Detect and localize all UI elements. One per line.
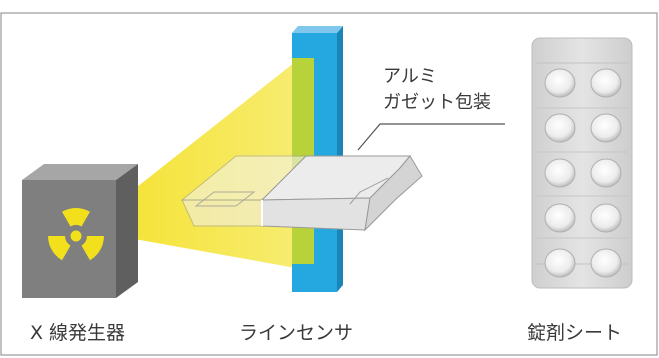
tablet — [544, 68, 576, 98]
xray-generator-label: X 線発生器 — [30, 322, 126, 344]
tablet — [590, 203, 622, 233]
tablet — [544, 158, 576, 188]
tablet — [544, 113, 576, 143]
tablet — [590, 113, 622, 143]
xray-generator-box — [22, 164, 138, 298]
tablet — [590, 158, 622, 188]
callout-package-label: アルミ ガゼット包装 — [383, 64, 491, 116]
callout-leader — [357, 123, 505, 151]
tablet — [590, 248, 622, 278]
callout-line-2: ガゼット包装 — [383, 92, 491, 113]
callout-line-1: アルミ — [383, 66, 437, 87]
tablet-blister-sheet — [531, 37, 633, 289]
line-sensor-label: ラインセンサ — [239, 322, 354, 344]
tablet — [544, 203, 576, 233]
tablet — [590, 68, 622, 98]
tablet — [544, 248, 576, 278]
tablet-sheet-label: 錠剤シート — [527, 322, 623, 344]
diagram-border — [0, 12, 658, 356]
radiation-icon — [48, 208, 104, 261]
aluminum-gusset-package — [180, 155, 423, 232]
